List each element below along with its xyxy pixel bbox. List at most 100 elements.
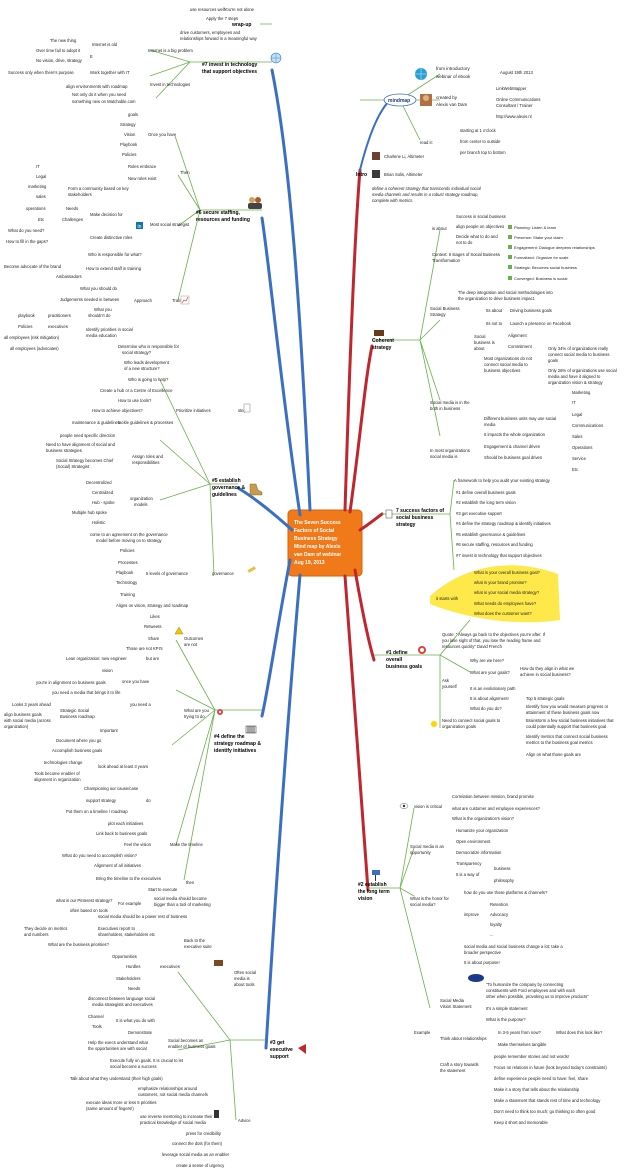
megaphone-icon	[298, 1044, 306, 1054]
lightbulb-icon	[431, 721, 437, 727]
vision-quote: other when possible, provoking us to imp…	[486, 994, 589, 999]
align-goals: you're in alignment on business goals	[36, 680, 106, 685]
reverse: use reverse mentoring to increase their	[140, 1114, 213, 1119]
decide: not to do	[456, 240, 473, 245]
road-sign-icon	[372, 870, 380, 881]
impacts: It impacts the whole organization	[484, 432, 546, 437]
mindmap-node[interactable]: mindmap	[388, 98, 410, 104]
execute-more: (same amount of fingers!)	[86, 1106, 134, 1111]
dept: Operations	[572, 445, 592, 450]
what-do: What you should do	[80, 286, 118, 291]
wrap-up-node[interactable]: wrap-up	[231, 22, 251, 28]
craft: Craft a story towards	[440, 1062, 479, 1067]
what-are: What are you	[184, 708, 210, 713]
tackle: tackle guidelines & processes	[118, 420, 173, 425]
what-are: trying to do	[184, 714, 205, 719]
branch-2-title[interactable]: #2 establish the long term vision	[358, 882, 391, 902]
stage: Formalized: Organize for scale	[514, 255, 569, 260]
prioritize: Prioritize initiatives	[176, 408, 211, 413]
model: Holistic	[92, 520, 106, 525]
branch-1-title[interactable]: #1 define overall business goals	[386, 650, 422, 670]
then: then	[186, 880, 195, 885]
read-step: starting at 1 o'clock	[460, 128, 497, 133]
most-orgs: Most organizations do not	[484, 356, 533, 361]
create: create a sense of urgency	[176, 1163, 225, 1168]
all-advocates: all employees (advocates)	[10, 346, 59, 351]
execute: social become a success	[110, 1064, 157, 1069]
intro-node[interactable]: Intro	[356, 172, 367, 178]
for-example: For example	[118, 901, 142, 906]
question: what is your social media strategy?	[474, 590, 540, 595]
how-objectives: How to achieve objectives?	[92, 408, 143, 413]
enterprise: E	[90, 54, 93, 59]
factor: #6 secure staffing, resources and fundin…	[456, 542, 533, 547]
link-back: Link back to business goals	[96, 831, 147, 836]
create-roles: Create distinctive roles	[90, 235, 132, 240]
model: Centralized	[92, 490, 114, 495]
center-node[interactable]: The Seven Success Factors of Social Busi…	[287, 509, 363, 577]
business: business	[494, 866, 511, 871]
branch-4: Outcomes are not Likes Retweets Share Th…	[4, 614, 262, 892]
branch-7-title[interactable]: #7 invest in technology that support obj…	[202, 62, 259, 75]
need-connect: Need to connect social goals to	[442, 718, 501, 723]
outcomes: Outcomes	[184, 636, 203, 641]
accomplish: Accomplish business goals	[52, 748, 102, 753]
they-decide: and numbers	[24, 932, 48, 937]
branch-3-title[interactable]: #3 get executive support	[270, 1040, 294, 1060]
identify: Identify priorities in social	[86, 327, 133, 332]
aligns: Aligns on vision, strategy and roadmap	[116, 603, 189, 608]
should-become: bigger than a tool of marketing	[154, 902, 211, 907]
dept: Etc	[38, 217, 44, 222]
tools-become: alignment in organization	[34, 777, 81, 782]
how-do: how do you use those platforms & channel…	[464, 890, 548, 895]
need-align: Need to have alignment of social and	[46, 442, 116, 447]
talk-about: Talk about what they understand (their h…	[70, 1076, 163, 1081]
once-item: Strategy	[120, 122, 137, 127]
warning-icon	[174, 626, 184, 635]
disconnect: media strategists and executives	[92, 1002, 153, 1007]
question: what is your brand promise?	[474, 580, 527, 585]
needs: Needs	[66, 206, 78, 211]
identify: media education	[86, 333, 117, 338]
branch-6-title[interactable]: #6 secure staffing, resources and fundin…	[196, 210, 250, 223]
factor: #2 establish the long term vision	[456, 500, 516, 505]
not-about: It is what you do with	[116, 1018, 156, 1023]
seven-node[interactable]: 7 success factors of social business str…	[396, 508, 445, 528]
success: Success in social business	[456, 214, 506, 219]
what-is: What is the honor for	[410, 896, 449, 901]
need-connect: organization goals	[442, 724, 476, 729]
need-align: business strategies	[46, 448, 82, 453]
then-item: Roles embrace	[128, 164, 157, 169]
connector-lines	[149, 23, 471, 1121]
its-about: Its about	[486, 308, 503, 313]
champion: Championing our cause/case	[84, 786, 139, 791]
back: executive suite	[184, 944, 212, 949]
branch-4-title[interactable]: #4 define the strategy roadmap & identif…	[214, 734, 262, 754]
framework: A framework to help you audit your exist…	[454, 478, 551, 483]
do: do	[146, 798, 151, 803]
briefcase-icon	[214, 960, 223, 966]
coherent-node[interactable]: Coherent strategy	[372, 338, 395, 351]
develop: social media should be a power rest of b…	[98, 914, 187, 919]
improve-item: Advocacy	[490, 912, 509, 917]
model: Hub - spoke	[92, 500, 115, 505]
eye-icon	[399, 803, 409, 809]
avatar	[372, 152, 380, 160]
alignment: Alignment	[508, 333, 527, 338]
chief: Social Strategy becomes Chief	[56, 458, 114, 463]
dept: Communications	[572, 423, 603, 428]
help-exec: the opportunities are with social	[88, 1046, 147, 1051]
who-resp: Who is responsible for what?	[88, 252, 142, 257]
craft-item: people remember stories and not words!	[494, 1054, 569, 1059]
only-34: connect social media to business	[548, 352, 609, 357]
wrap-item: use resources well	[190, 7, 225, 12]
align-goals: Align on what those goals are	[526, 752, 582, 757]
center-line: The Seven Success	[294, 520, 341, 526]
once-you-have: Once you have	[148, 132, 177, 137]
gov-item: Training	[120, 592, 136, 597]
enabler: Social becomes an	[168, 1038, 204, 1043]
who-leads: of a new structure?	[124, 366, 160, 371]
branch-5-title[interactable]: #5 establish governance & guidelines	[212, 478, 246, 498]
assign: responsibilities	[132, 460, 159, 465]
wrap-item: drive customers, employees and	[180, 30, 241, 35]
